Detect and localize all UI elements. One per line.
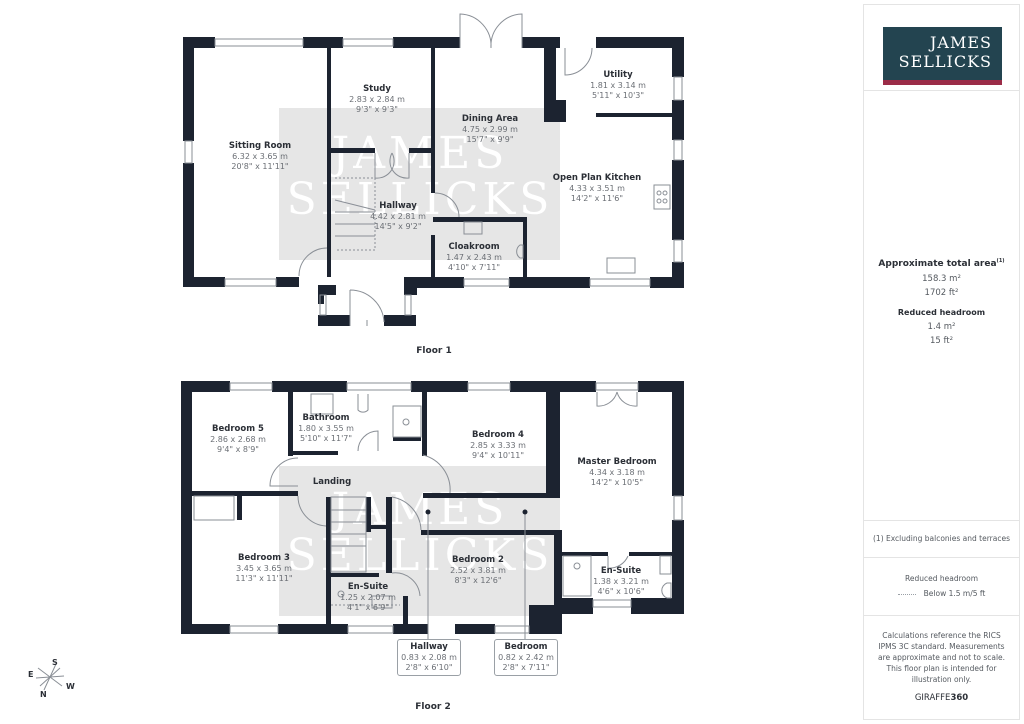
logo-section: JAMES SELLICKS <box>864 5 1019 91</box>
area-title: Approximate total area <box>878 259 997 269</box>
room-bedroom-5: Bedroom 5 2.86 x 2.68 m 9'4" x 8'9" <box>210 424 266 454</box>
room-landing: Landing <box>312 477 352 487</box>
compass-icon <box>35 663 65 691</box>
watermark-text: JAMES <box>328 128 509 179</box>
room-master-bedroom: Master Bedroom 4.34 x 3.18 m 14'2" x 10'… <box>577 457 657 487</box>
legend-title: Reduced headroom <box>904 574 978 583</box>
callout-bedroom: Bedroom 0.82 x 2.42 m 2'8" x 7'11" <box>494 639 558 676</box>
reduced-m2: 1.4 m² <box>927 322 956 332</box>
walls-floor2 <box>181 381 684 634</box>
giraffe360-logo: GIRAFFE360 <box>914 693 969 703</box>
reduced-ft2: 15 ft² <box>929 336 954 346</box>
callout-hallway: Hallway 0.83 x 2.08 m 2'8" x 6'10" <box>397 639 461 676</box>
room-dining-area: Dining Area 4.75 x 2.99 m 15'7" x 9'9" <box>461 114 519 144</box>
room-en-suite-2: En-Suite 1.38 x 3.21 m 4'6" x 10'6" <box>593 566 649 596</box>
logo-accent-bar <box>883 80 1002 85</box>
room-bedroom-2: Bedroom 2 2.52 x 3.81 m 8'3" x 12'6" <box>450 555 506 585</box>
brand-logo: JAMES SELLICKS <box>883 27 1002 85</box>
room-sitting-room: Sitting Room 6.32 x 3.65 m 20'8" x 11'11… <box>228 141 292 171</box>
room-en-suite-1: En-Suite 1.25 x 2.07 m 4'1" x 6'9" <box>340 582 396 612</box>
walls-floor1 <box>183 37 684 326</box>
room-utility: Utility 1.81 x 3.14 m 5'11" x 10'3" <box>590 70 646 100</box>
dotted-line-icon <box>897 593 916 595</box>
room-bedroom-3: Bedroom 3 3.45 x 3.65 m 11'3" x 11'11" <box>235 553 293 583</box>
fixtures-floor1 <box>184 13 683 326</box>
floor-plan-area: JAMES SELLICKS JAMES SELLICKS <box>26 13 684 712</box>
room-study: Study 2.83 x 2.84 m 9'3" x 9'3" <box>349 84 405 114</box>
disclaimer-section: Calculations reference the RICS IPMS 3C … <box>864 616 1019 721</box>
room-cloakroom: Cloakroom 1.47 x 2.43 m 4'10" x 7'11" <box>446 242 502 272</box>
legend-section: Reduced headroom Below 1.5 m/5 ft <box>864 558 1019 616</box>
area-m2: 158.3 m² <box>922 274 961 284</box>
compass-e: E <box>28 670 34 679</box>
floor-1-label: Floor 1 <box>416 346 452 356</box>
compass-n: N <box>40 690 47 699</box>
legend-item: Below 1.5 m/5 ft <box>923 589 986 598</box>
compass-s: S <box>52 658 58 667</box>
floor-2-label: Floor 2 <box>415 702 451 712</box>
compass-w: W <box>66 682 75 691</box>
room-open-plan-kitchen: Open Plan Kitchen 4.33 x 3.51 m 14'2" x … <box>552 173 642 203</box>
room-bathroom: Bathroom 1.80 x 3.55 m 5'10" x 11'7" <box>298 413 354 443</box>
room-bedroom-4: Bedroom 4 2.85 x 3.33 m 9'4" x 10'11" <box>470 430 526 460</box>
info-sidebar: JAMES SELLICKS Approximate total area(1)… <box>863 4 1020 720</box>
footnote-text: (1) Excluding balconies and terraces <box>873 534 1010 543</box>
reduced-headroom-title: Reduced headroom <box>897 308 986 317</box>
footnote-section: (1) Excluding balconies and terraces <box>864 521 1019 558</box>
disclaimer-text: Calculations reference the RICS IPMS 3C … <box>877 631 1006 684</box>
area-section: Approximate total area(1) 158.3 m² 1702 … <box>864 91 1019 521</box>
watermark-box-floor1 <box>279 108 560 260</box>
area-ft2: 1702 ft² <box>924 288 959 298</box>
fixtures-floor2 <box>193 382 683 640</box>
area-footnote-mark: (1) <box>996 258 1005 264</box>
compass: S E W N <box>26 658 76 702</box>
floor-plan-drawing: JAMES SELLICKS JAMES SELLICKS <box>35 13 684 691</box>
room-hallway: Hallway 4.42 x 2.81 m 14'5" x 9'2" <box>370 201 426 231</box>
